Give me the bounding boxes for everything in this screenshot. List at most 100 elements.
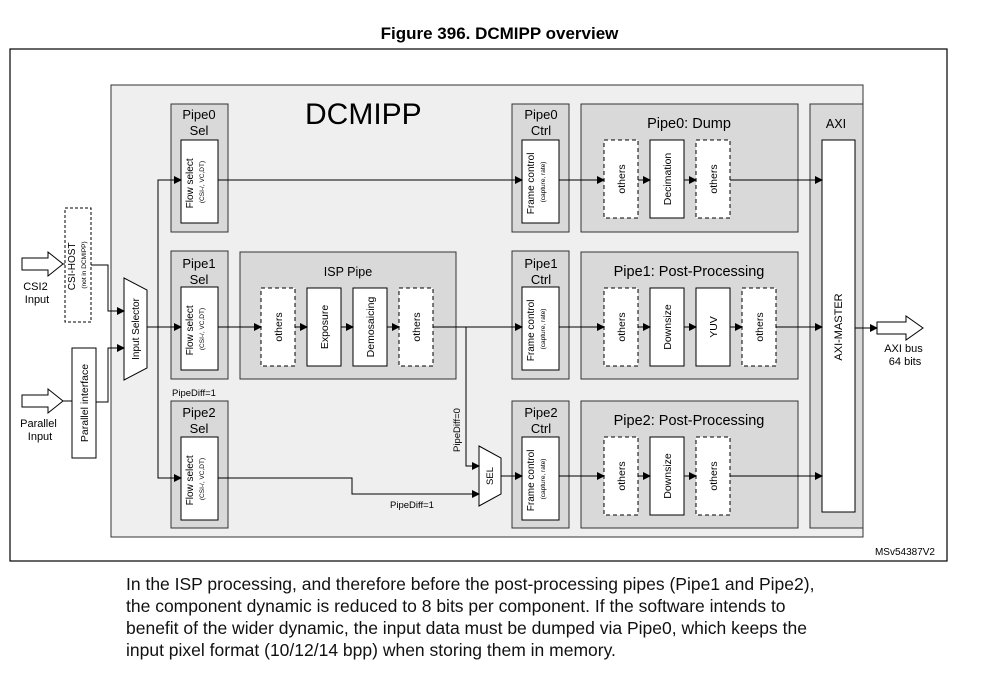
isp-to-sel-line (465, 327, 480, 470)
pipe2-sel-label-1: Pipe2 (182, 405, 215, 420)
pipe2-flow-select (180, 436, 219, 521)
pipe2-ctrl-label-1: Pipe2 (524, 405, 557, 420)
pipe1-yuv-label: YUV (708, 316, 720, 338)
pipe2-ctrl-label-2: Ctrl (531, 421, 551, 436)
frame-control-text: Frame control (526, 450, 537, 512)
axi-label: AXI (826, 117, 846, 131)
pipe2-frame-control-label: Frame control (capture, rate) (526, 447, 547, 511)
parallel-interface-block (71, 347, 97, 459)
frame-control-sub: (capture, rate) (540, 459, 547, 500)
csi-host-label: CSI-HOST (not in DCMIPP) (67, 240, 88, 290)
flow-select-text: Flow select (185, 455, 196, 505)
figure-ref-code: MSv54387V2 (875, 547, 935, 558)
isp-demosaicing-label: Demosaicing (365, 296, 377, 357)
pipe1-others-1-label: others (616, 312, 628, 341)
parallel-label-line2: Input (28, 431, 52, 443)
pipediff-label-1-bottom: PipeDiff=1 (390, 500, 434, 511)
sel-label: SEL (485, 467, 496, 485)
caption-line-1: In the ISP processing, and therefore bef… (126, 574, 815, 594)
figure-title: Figure 396. DCMIPP overview (380, 24, 619, 43)
frame-control-sub: (capture, rate) (540, 162, 547, 203)
caption-line-2: the component dynamic is reduced to 8 bi… (126, 596, 786, 616)
flow-select-text: Flow select (185, 158, 196, 208)
pipe2-post-title: Pipe2: Post-Processing (614, 413, 765, 429)
pipe0-decimation (649, 139, 685, 219)
parallel-interface-label: Parallel interface (79, 364, 91, 442)
pipe1-yuv (695, 287, 731, 367)
csi-host-note: (not in DCMIPP) (81, 241, 88, 288)
pipe2-sel-label-2: Sel (190, 421, 209, 436)
csi-host-block (64, 207, 92, 323)
csi-host-title: CSI-HOST (67, 243, 78, 291)
flow-select-sub: (CSI-/, VC,DT) (199, 458, 206, 500)
isp-pipe-title: ISP Pipe (324, 265, 372, 279)
flow-select-sub: (CSI-/, VC,DT) (199, 308, 206, 350)
caption-paragraph: In the ISP processing, and therefore bef… (126, 573, 966, 661)
connections (63, 176, 878, 498)
pipe0-others-2-label: others (708, 164, 720, 193)
pipe0-decimation-label: Decimation (662, 153, 674, 206)
csi2-input-arrow (21, 250, 64, 278)
csi2-label-line2: Input (25, 294, 49, 306)
pipe1-sel-label-2: Sel (190, 272, 209, 287)
isp-others-1-label: others (273, 312, 285, 341)
pipe0-frame-control (521, 139, 560, 224)
pipe1-flow-select-label: Flow select (CSI-/, VC,DT) (185, 303, 206, 356)
parallel-if-to-selector-line (96, 344, 125, 403)
isp-others-2-label: others (411, 312, 423, 341)
axi-master-block (821, 139, 856, 513)
pipe1-downsize-label: Downsize (662, 304, 674, 350)
frame-control-text: Frame control (526, 300, 537, 362)
parallel-label-line1: Parallel (20, 418, 57, 430)
pipe1-others-2-label: others (754, 312, 766, 341)
pipe0-flow-select (180, 139, 219, 224)
pipe2-others-1-label: others (616, 461, 628, 490)
parallel-input-label: Parallel Input (20, 418, 60, 443)
axi-bus-arrow (876, 315, 924, 341)
input-selector-label: Input Selector (131, 297, 142, 359)
frame-control-text: Frame control (526, 153, 537, 215)
pipe2-flow-select-label: Flow select (CSI-/, VC,DT) (185, 453, 206, 506)
csi2-input-label: CSI2 Input (23, 281, 51, 306)
pipe0-others-1-label: others (616, 164, 628, 193)
parallel-input-arrow (21, 387, 64, 415)
selector-to-pipe2-line (157, 327, 182, 482)
pipe1-frame-control (521, 286, 560, 371)
selector-to-pipe0-line (157, 176, 182, 327)
axi-master-label: AXI-MASTER (833, 293, 845, 360)
pipe0-ctrl-label-2: Ctrl (531, 123, 551, 138)
pipe2-downsize (649, 436, 685, 516)
pipe0-sel-label-1: Pipe0 (182, 107, 215, 122)
pipe1-others-1 (603, 287, 639, 367)
frame-control-sub: (capture, rate) (540, 309, 547, 350)
flow-select-text: Flow select (185, 305, 196, 355)
pipe1-frame-control-label: Frame control (capture, rate) (526, 297, 547, 361)
flow-select-sub: (CSI-/, VC,DT) (199, 161, 206, 203)
pipediff-label-0: PipeDiff=0 (452, 408, 463, 452)
csi-host-to-selector-line (91, 264, 125, 315)
pipe1-post-title: Pipe1: Post-Processing (614, 264, 765, 280)
pipe2-flow-to-sel-line (218, 477, 480, 498)
pipe0-others-2 (695, 139, 731, 219)
pipe1-ctrl-label-2: Ctrl (531, 272, 551, 287)
caption-line-4: input pixel format (10/12/14 bpp) when s… (126, 640, 616, 660)
pipe0-flow-select-label: Flow select (CSI-/, VC,DT) (185, 156, 206, 209)
pipe0-frame-control-label: Frame control (capture, rate) (526, 150, 547, 214)
pipe2-frame-control (521, 436, 560, 521)
pipe1-sel-label-1: Pipe1 (182, 256, 215, 271)
dcmipp-label: DCMIPP (305, 98, 422, 131)
pipe2-others-2-label: others (708, 461, 720, 490)
pipe0-ctrl-label-1: Pipe0 (524, 107, 557, 122)
pipe1-ctrl-label-1: Pipe1 (524, 256, 557, 271)
pipediff-label-1: PipeDiff=1 (172, 388, 216, 399)
pipe2-downsize-label: Downsize (662, 453, 674, 499)
pipe1-flow-select (180, 286, 219, 371)
axi-bus-label: AXI bus 64 bits (884, 343, 926, 368)
csi2-label-line1: CSI2 (23, 281, 47, 293)
caption-line-3: benefit of the wider dynamic, the input … (126, 618, 807, 638)
sel-mux (478, 445, 502, 507)
axi-bus-line2: 64 bits (889, 356, 922, 368)
pipe0-sel-label-2: Sel (190, 123, 209, 138)
dcmipp-diagram: MSv54387V2 DCMIPP CSI2 Input Parallel In… (9, 48, 948, 562)
isp-exposure-label: Exposure (319, 305, 331, 350)
